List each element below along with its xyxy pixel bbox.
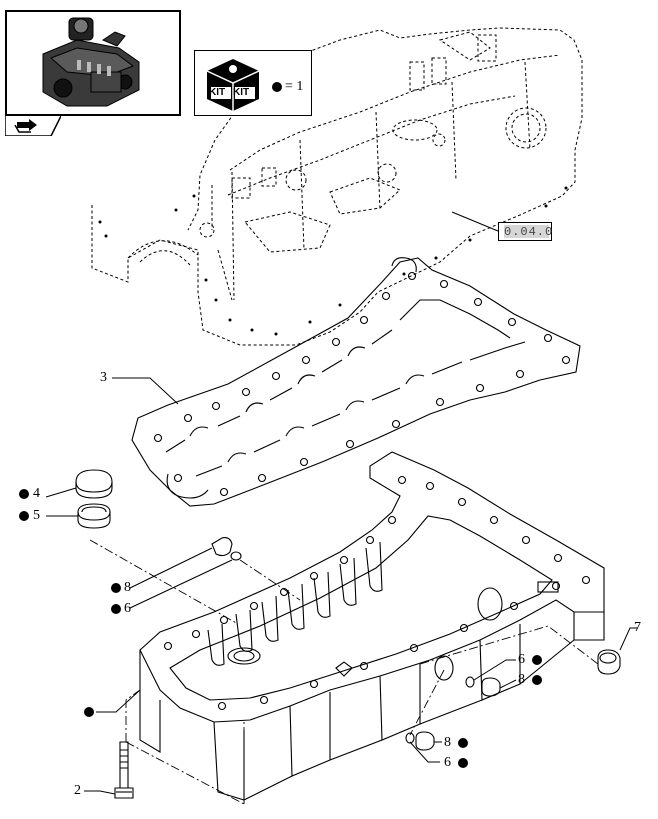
callout-6-side-kit-dot (532, 655, 542, 665)
callout-5[interactable]: 5 (33, 508, 40, 523)
callout-8-tube[interactable]: 8 (124, 580, 131, 595)
callout-3[interactable]: 3 (100, 370, 107, 385)
callout-6-lower[interactable]: 6 (444, 755, 451, 770)
kit-badge-left-text: KIT (209, 87, 226, 98)
callout-4-kit-dot (19, 489, 29, 499)
section-reference-code: 0.04.0 (504, 225, 554, 239)
drain-plug (597, 649, 621, 675)
kit-legend: KIT KIT = 1 (194, 50, 312, 116)
engine-thumbnail-icon (42, 17, 140, 107)
bolt (114, 741, 134, 799)
callout-6-tube-kit-dot (111, 604, 121, 614)
plug-and-ring (75, 469, 113, 529)
callout-8-lower[interactable]: 8 (444, 735, 451, 750)
engine-thumbnail[interactable] (5, 10, 181, 116)
callout-oil-pan-kit-dot[interactable] (84, 707, 94, 717)
callout-6-lower-kit-dot (458, 758, 468, 768)
callout-4[interactable]: 4 (33, 486, 40, 501)
gasket-outline (131, 257, 581, 507)
section-reference-box[interactable]: 0.04.0 (498, 222, 552, 241)
callout-8-tube-kit-dot (111, 583, 121, 593)
lower-fitting (405, 731, 435, 751)
kit-badge-right-text: KIT (233, 87, 250, 98)
callout-8-side-kit-dot (532, 675, 542, 685)
kit-box-icon (206, 59, 260, 111)
callout-8-side[interactable]: 8 (518, 672, 525, 687)
folder-arrow-icon (5, 116, 61, 136)
callout-5-kit-dot (19, 511, 29, 521)
side-fitting (465, 676, 501, 697)
callout-6-tube[interactable]: 6 (124, 601, 131, 616)
kit-legend-dot (272, 82, 282, 92)
callout-7[interactable]: 7 (634, 620, 641, 635)
engine-block-outline (91, 27, 583, 346)
tube-fitting (211, 537, 242, 561)
callout-8-lower-kit-dot (458, 738, 468, 748)
nav-back-tab[interactable] (5, 116, 61, 136)
callout-6-side[interactable]: 6 (518, 652, 525, 667)
callout-2[interactable]: 2 (74, 783, 81, 798)
kit-legend-equals: = 1 (285, 79, 304, 94)
